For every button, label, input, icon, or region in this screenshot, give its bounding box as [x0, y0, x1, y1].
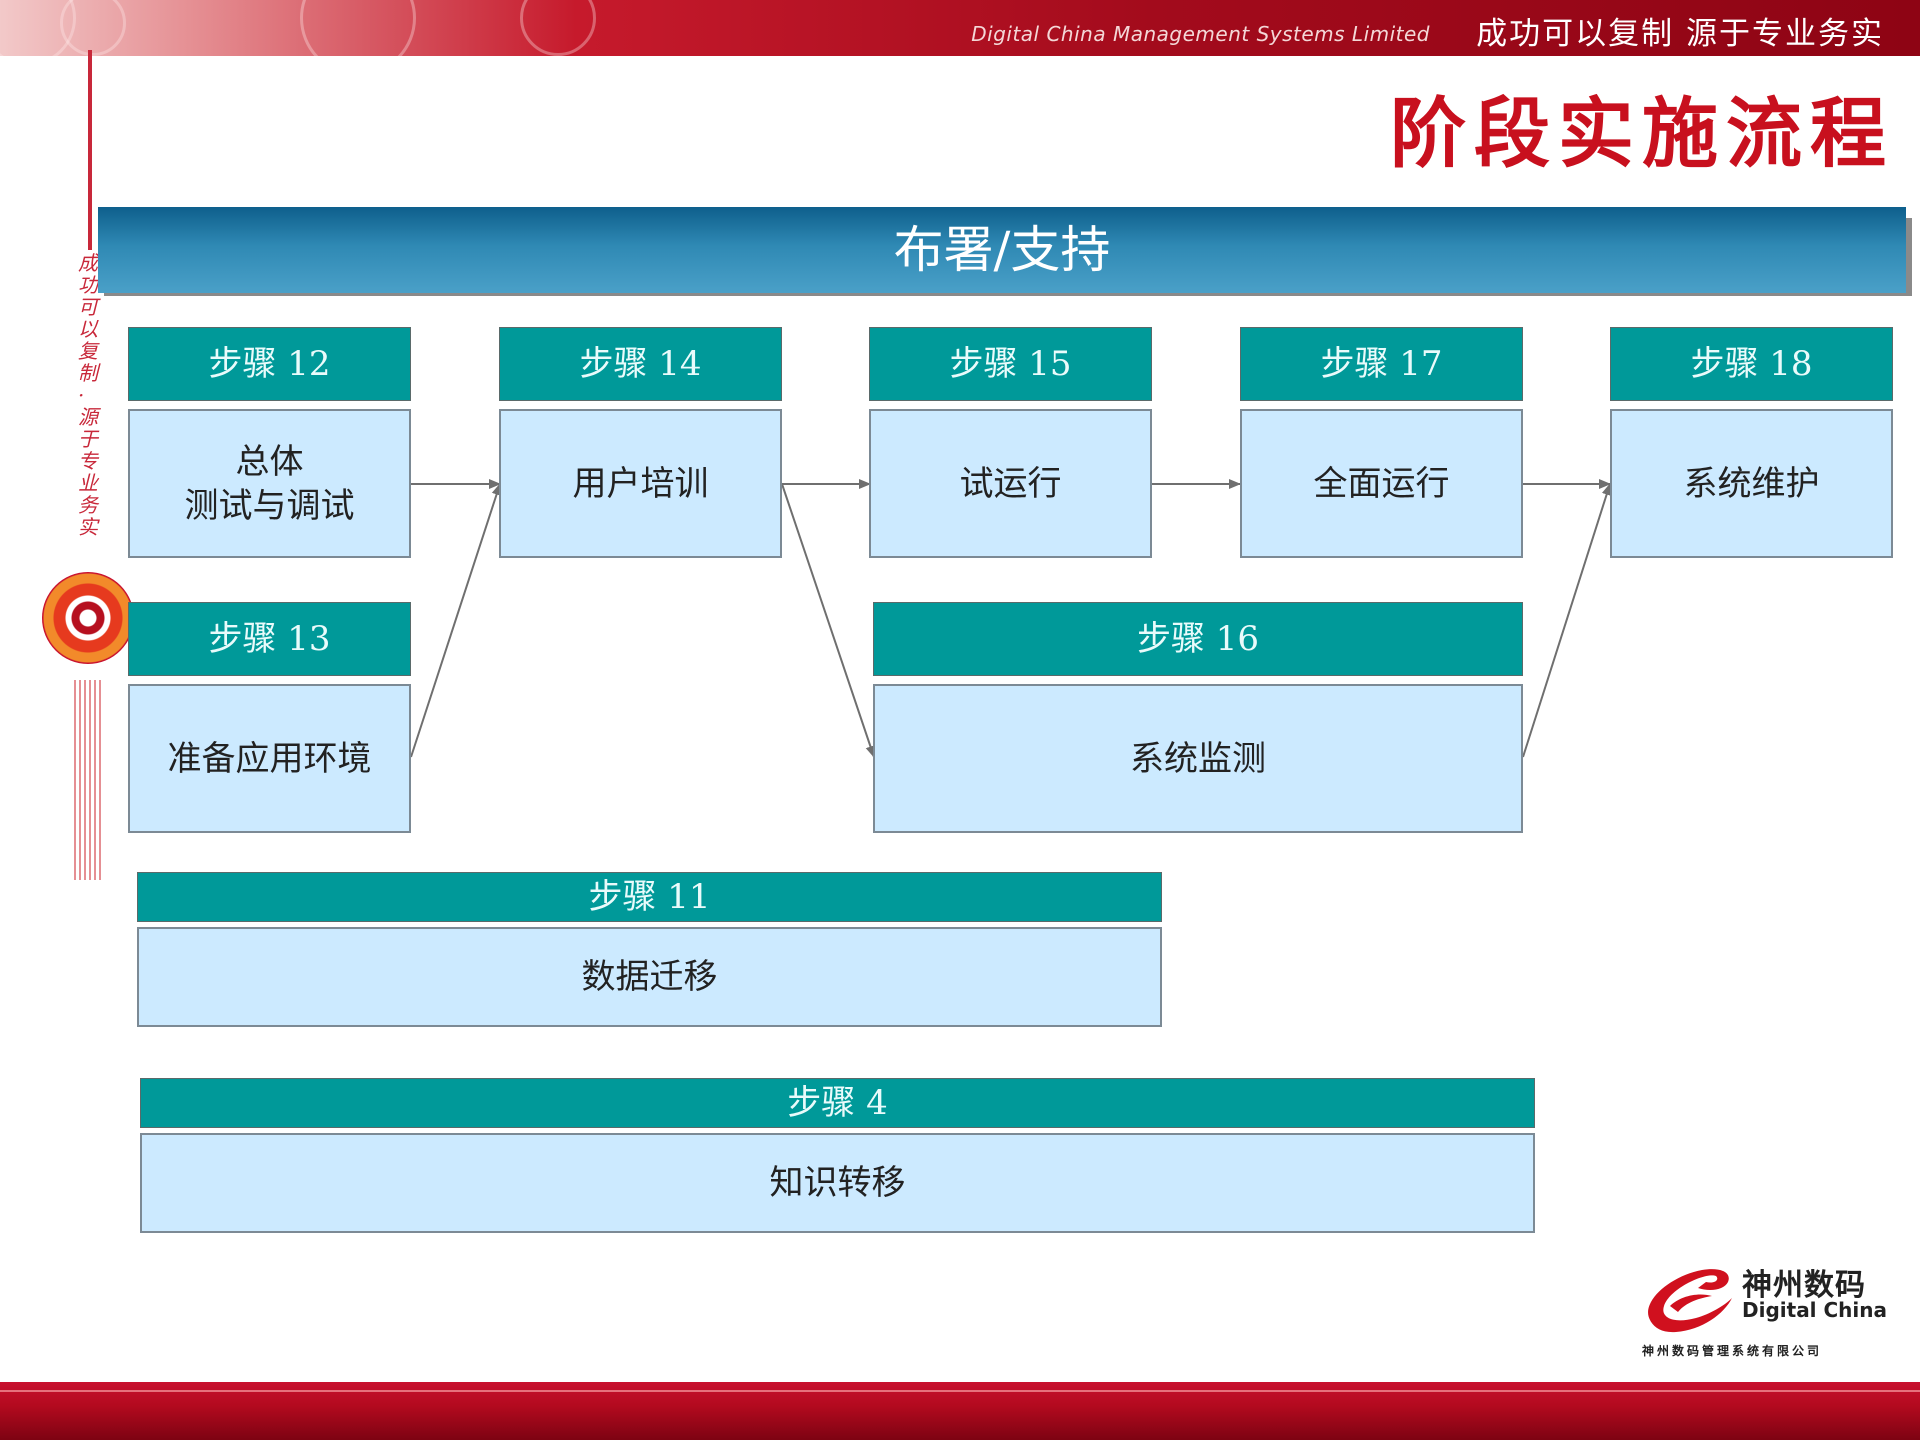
- step-14-box: 用户培训: [499, 409, 782, 558]
- step-12-line1: 总体: [235, 441, 304, 482]
- left-decor-line: [88, 50, 92, 250]
- step-4-box: 知识转移: [140, 1133, 1535, 1233]
- step-13-header: 步骤 13: [128, 602, 411, 676]
- phase-bar: 布署/支持: [98, 207, 1906, 293]
- step-12-box: 总体 测试与调试: [128, 409, 411, 558]
- logo-name-en: Digital China: [1742, 1298, 1888, 1322]
- step-17-box: 全面运行: [1240, 409, 1523, 558]
- disc-icon: [42, 572, 134, 664]
- step-12-line2: 测试与调试: [184, 485, 355, 526]
- swirl-decoration: [300, 0, 416, 56]
- step-12-header: 步骤 12: [128, 327, 411, 401]
- bottom-banner: [0, 1382, 1920, 1440]
- step-11-header: 步骤 11: [137, 872, 1162, 922]
- arrow-14-to-16: [781, 483, 876, 758]
- arrow-13-to-14: [410, 483, 502, 758]
- step-18-header: 步骤 18: [1610, 327, 1893, 401]
- step-15-box: 试运行: [869, 409, 1152, 558]
- step-14-header: 步骤 14: [499, 327, 782, 401]
- step-15-header: 步骤 15: [869, 327, 1152, 401]
- left-decor-stripes: [74, 680, 104, 880]
- step-4-header: 步骤 4: [140, 1078, 1535, 1128]
- logo-name-cn: 神州数码: [1742, 1268, 1866, 1303]
- company-logo: 神州数码 Digital China 神州数码管理系统有限公司: [1640, 1258, 1900, 1362]
- step-16-header: 步骤 16: [873, 602, 1523, 676]
- step-11-box: 数据迁移: [137, 927, 1162, 1027]
- step-17-header: 步骤 17: [1240, 327, 1523, 401]
- step-13-box: 准备应用环境: [128, 684, 411, 833]
- swirl-decoration: [60, 0, 126, 56]
- company-name: Digital China Management Systems Limited: [971, 22, 1430, 46]
- slogan: 成功可以复制 源于专业务实: [1476, 16, 1884, 52]
- vertical-slogan: 成功可以复制·源于专业务实: [78, 251, 98, 539]
- logo-subtitle: 神州数码管理系统有限公司: [1642, 1344, 1823, 1358]
- step-16-box: 系统监测: [873, 684, 1523, 833]
- step-18-box: 系统维护: [1610, 409, 1893, 558]
- arrow-16-to-18: [1522, 483, 1612, 758]
- swirl-decoration: [520, 0, 596, 56]
- digital-china-logo-icon: [1648, 1269, 1732, 1333]
- page-title: 阶段实施流程: [1390, 89, 1894, 178]
- top-banner: Digital China Management Systems Limited…: [0, 0, 1920, 56]
